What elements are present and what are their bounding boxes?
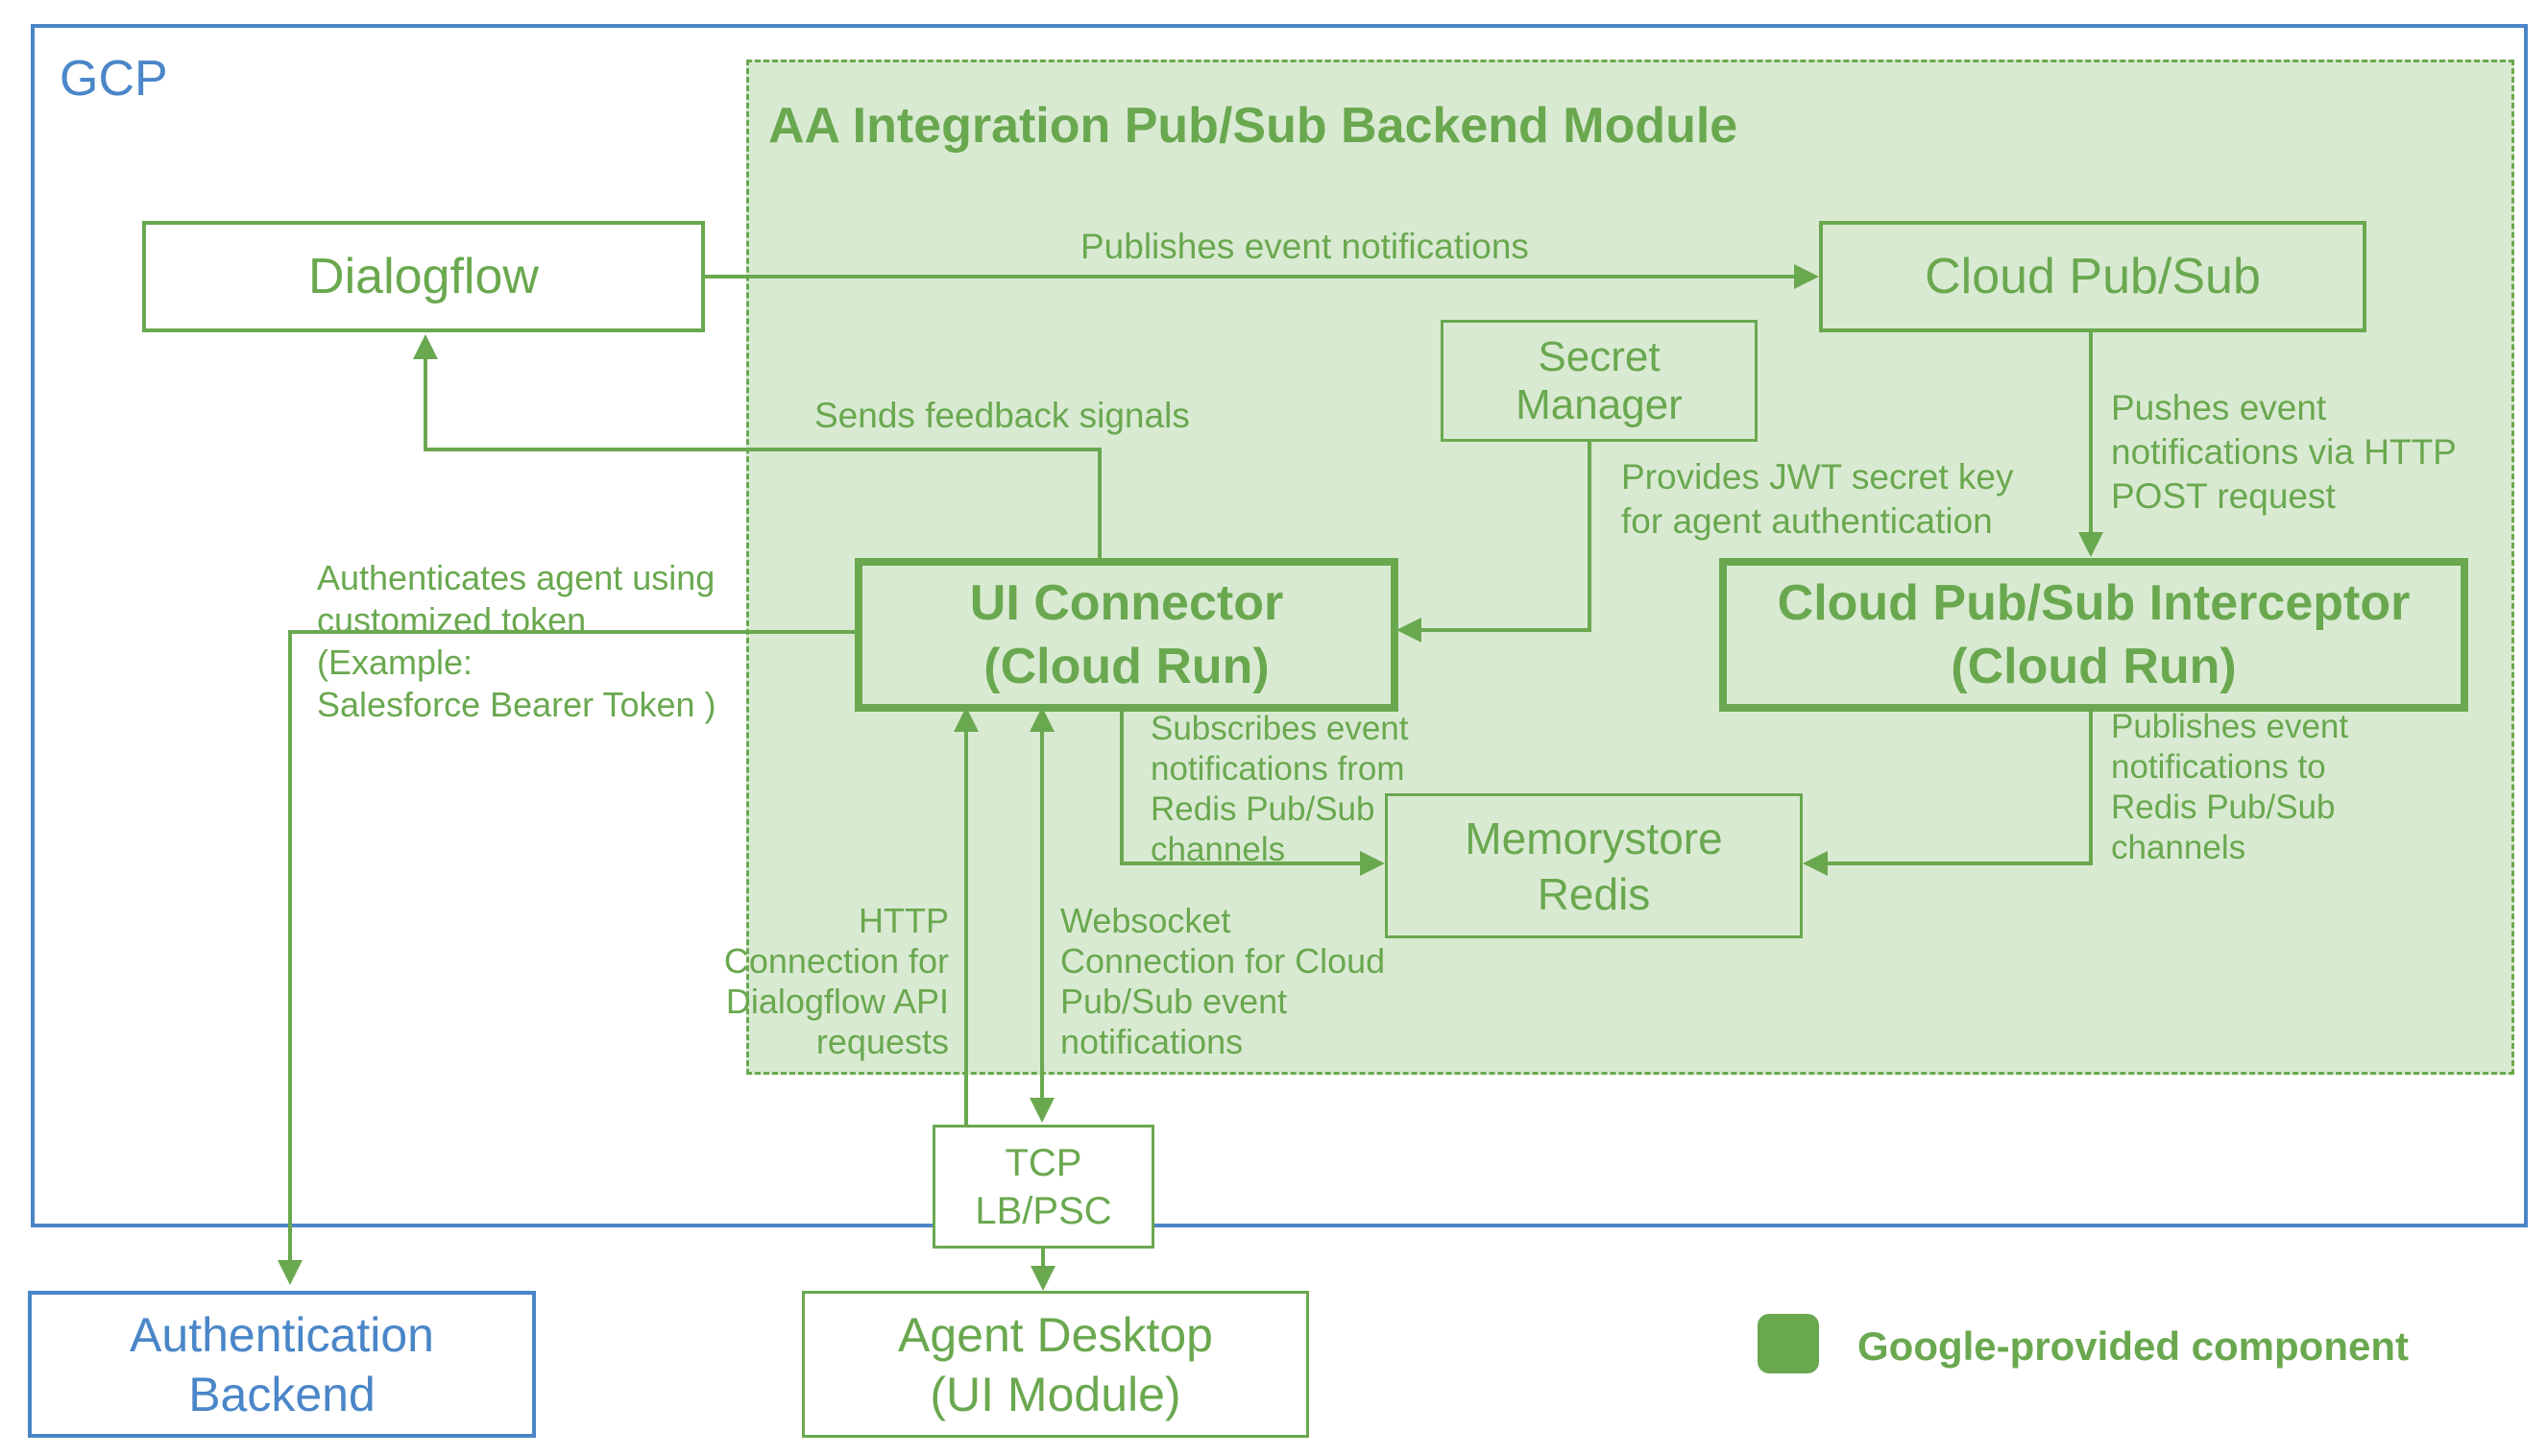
- edge-subscribes-hline: [1120, 861, 1362, 865]
- edge-pushes-vline: [2089, 332, 2093, 536]
- edge-pushes-label: Pushes event notifications via HTTP POST…: [2111, 388, 2457, 516]
- legend-label: Google-provided component: [1857, 1323, 2409, 1369]
- edge-http-label: HTTP Connection for Dialogflow API reque…: [723, 901, 949, 1061]
- edge-feedback-vline: [424, 357, 427, 449]
- edge-auth-label-bottom: (Example: Salesforce Bearer Token ): [317, 643, 716, 724]
- node-interceptor: Cloud Pub/Sub Interceptor (Cloud Run): [1719, 558, 2468, 712]
- edge-publishes-label: Publishes event notifications: [1080, 227, 1529, 266]
- edge-publishes-arrowhead: [1794, 264, 1819, 289]
- edge-subscribes-vline: [1120, 712, 1124, 865]
- node-agent-desktop: Agent Desktop (UI Module): [802, 1291, 1309, 1438]
- node-tcp-lb: TCP LB/PSC: [933, 1125, 1154, 1249]
- edge-publishes-redis-arrowhead: [1803, 851, 1828, 876]
- edge-auth-vline: [288, 630, 292, 1262]
- gcp-boundary: [31, 24, 2528, 1227]
- node-auth-backend: Authentication Backend: [28, 1291, 536, 1438]
- node-ui-connector: UI Connector (Cloud Run): [855, 558, 1398, 712]
- edge-http-vline: [964, 730, 968, 1125]
- edge-subscribes-arrowhead: [1360, 851, 1385, 876]
- legend-google-swatch-icon: [1758, 1314, 1819, 1373]
- edge-provides-arrowhead: [1396, 618, 1421, 643]
- edge-provides-label: Provides JWT secret key for agent authen…: [1621, 457, 2014, 541]
- node-dialogflow: Dialogflow: [142, 221, 705, 332]
- edge-publishes-redis-label: Publishes event notifications to Redis P…: [2111, 708, 2349, 866]
- edge-websocket-label: Websocket Connection for Cloud Pub/Sub e…: [1060, 901, 1386, 1061]
- edge-websocket-arrowhead-down: [1030, 1098, 1055, 1123]
- edge-tcp-agent-arrowhead: [1031, 1266, 1055, 1291]
- node-secret-manager: Secret Manager: [1441, 320, 1758, 442]
- edge-pushes-arrowhead: [2078, 532, 2103, 557]
- edge-feedback-label: Sends feedback signals: [814, 396, 1190, 435]
- node-cloud-pubsub: Cloud Pub/Sub: [1819, 221, 2366, 332]
- edge-auth-hline: [288, 630, 855, 634]
- edge-publishes-line: [704, 275, 1799, 279]
- module-title: AA Integration Pub/Sub Backend Module: [768, 98, 1738, 154]
- edge-subscribes-label: Subscribes event notifications from Redi…: [1151, 710, 1409, 868]
- edge-auth-label-top: Authenticates agent using customized tok…: [317, 558, 716, 640]
- edge-feedback-hline: [424, 448, 1102, 451]
- node-memorystore: Memorystore Redis: [1385, 793, 1803, 938]
- edge-websocket-vline: [1040, 730, 1044, 1100]
- edge-provides-hline: [1419, 628, 1591, 632]
- edge-publishes-redis-hline: [1826, 861, 2093, 865]
- edge-tcp-agent-vline: [1041, 1249, 1045, 1268]
- edge-feedback-stub: [1098, 448, 1102, 560]
- gcp-label: GCP: [60, 51, 168, 107]
- edge-publishes-redis-vline: [2089, 712, 2093, 865]
- edge-feedback-arrowhead: [413, 334, 438, 359]
- edge-auth-arrowhead: [278, 1260, 303, 1285]
- edge-provides-vline: [1588, 442, 1591, 632]
